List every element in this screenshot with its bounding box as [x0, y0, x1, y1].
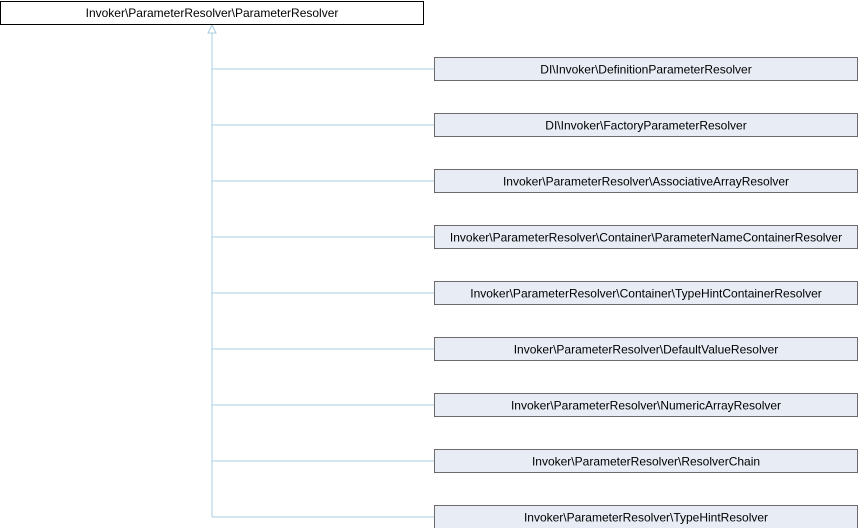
base-class-node[interactable]: Invoker\ParameterResolver\ParameterResol…: [0, 1, 424, 25]
base-class-label: Invoker\ParameterResolver\ParameterResol…: [86, 6, 339, 20]
derived-class-node[interactable]: DI\Invoker\FactoryParameterResolver: [434, 113, 858, 137]
derived-class-label: DI\Invoker\DefinitionParameterResolver: [540, 63, 751, 77]
inheritance-edges: [207, 23, 435, 518]
derived-class-label: Invoker\ParameterResolver\DefaultValueRe…: [514, 343, 779, 357]
derived-class-node[interactable]: Invoker\ParameterResolver\Container\Type…: [434, 281, 858, 305]
derived-class-nodes: DI\Invoker\DefinitionParameterResolverDI…: [434, 57, 858, 528]
derived-class-node[interactable]: Invoker\ParameterResolver\DefaultValueRe…: [434, 337, 858, 361]
derived-class-label: Invoker\ParameterResolver\Container\Type…: [470, 287, 822, 301]
derived-class-node[interactable]: DI\Invoker\DefinitionParameterResolver: [434, 57, 858, 81]
inheritance-arrowhead: [207, 23, 217, 34]
derived-class-node[interactable]: Invoker\ParameterResolver\NumericArrayRe…: [434, 393, 858, 417]
derived-class-label: Invoker\ParameterResolver\AssociativeArr…: [503, 175, 789, 189]
derived-class-label: Invoker\ParameterResolver\Container\Para…: [450, 231, 842, 245]
derived-class-node[interactable]: Invoker\ParameterResolver\Container\Para…: [434, 225, 858, 249]
derived-class-label: Invoker\ParameterResolver\ResolverChain: [532, 455, 760, 469]
derived-class-node[interactable]: Invoker\ParameterResolver\ResolverChain: [434, 449, 858, 473]
derived-class-node[interactable]: Invoker\ParameterResolver\TypeHintResolv…: [434, 505, 858, 528]
base-class-box: [0, 1, 424, 25]
derived-class-label: DI\Invoker\FactoryParameterResolver: [545, 119, 746, 133]
derived-class-node[interactable]: Invoker\ParameterResolver\AssociativeArr…: [434, 169, 858, 193]
derived-class-label: Invoker\ParameterResolver\TypeHintResolv…: [524, 511, 768, 525]
derived-class-label: Invoker\ParameterResolver\NumericArrayRe…: [511, 399, 781, 413]
